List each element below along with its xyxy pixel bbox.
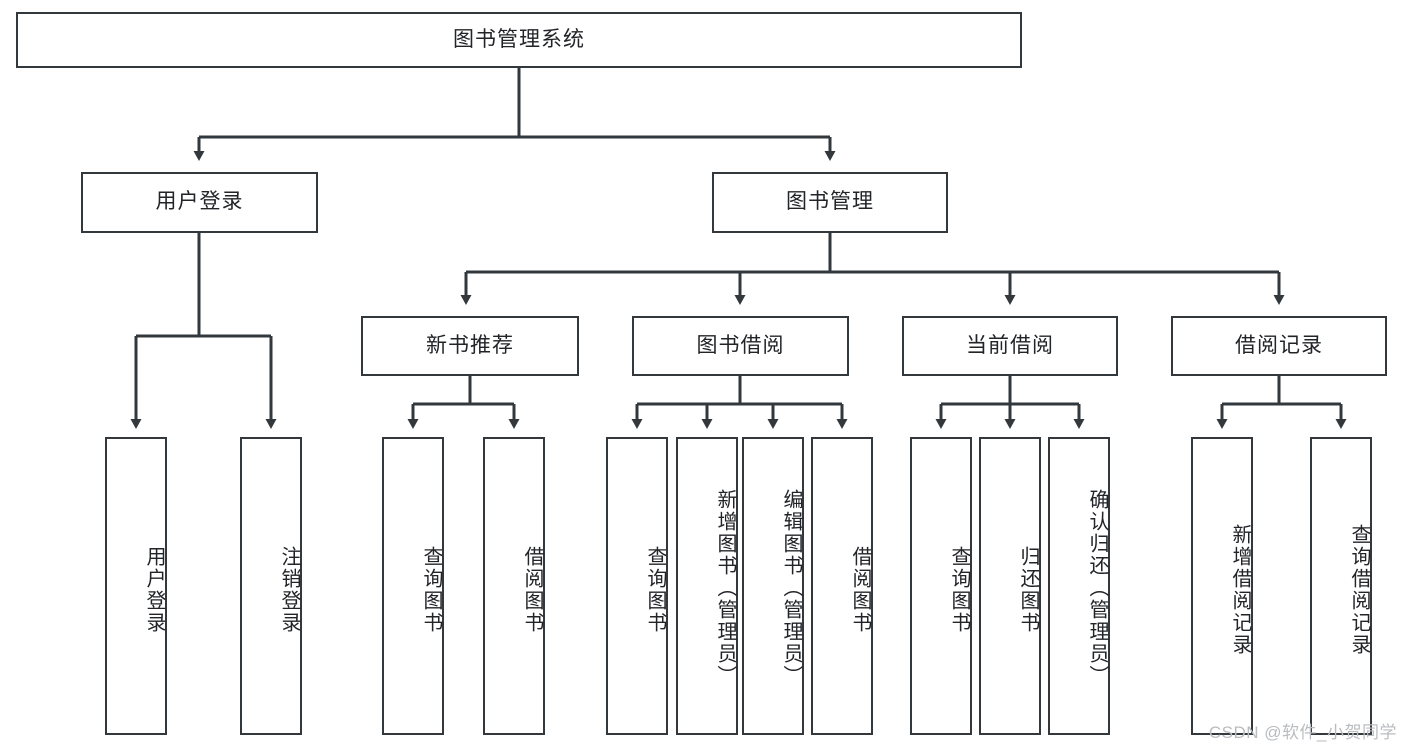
- leaf-current-confirm-return-label: 确认归还（管理员）: [1086, 489, 1108, 687]
- node-borrow-records-label: 借阅记录: [1235, 333, 1323, 357]
- node-new-book-recommend[interactable]: 新书推荐: [361, 316, 579, 376]
- leaf-borrow-query[interactable]: 查询图书: [606, 437, 668, 735]
- leaf-user-login-label: 用户登录: [143, 546, 165, 634]
- leaf-borrow-query-label: 查询图书: [644, 546, 666, 634]
- leaf-current-return[interactable]: 归还图书: [979, 437, 1041, 735]
- node-book-management-label: 图书管理: [786, 190, 874, 214]
- leaf-record-add-label: 新增借阅记录: [1229, 524, 1251, 656]
- node-current-borrow[interactable]: 当前借阅: [902, 316, 1118, 376]
- leaf-new-book-query-label: 查询图书: [420, 546, 442, 634]
- node-book-borrow[interactable]: 图书借阅: [632, 316, 849, 376]
- leaf-record-add[interactable]: 新增借阅记录: [1191, 437, 1253, 735]
- leaf-current-return-label: 归还图书: [1017, 546, 1039, 634]
- node-root[interactable]: 图书管理系统: [16, 12, 1022, 68]
- node-current-borrow-label: 当前借阅: [966, 333, 1054, 357]
- node-new-book-recommend-label: 新书推荐: [426, 333, 514, 357]
- leaf-user-logout[interactable]: 注销登录: [240, 437, 302, 735]
- node-root-label: 图书管理系统: [453, 27, 585, 51]
- leaf-new-book-borrow-label: 借阅图书: [521, 546, 543, 634]
- node-book-borrow-label: 图书借阅: [696, 333, 785, 357]
- node-user-login[interactable]: 用户登录: [81, 172, 318, 233]
- leaf-new-book-borrow[interactable]: 借阅图书: [483, 437, 545, 735]
- leaf-new-book-query[interactable]: 查询图书: [382, 437, 444, 735]
- leaf-current-query[interactable]: 查询图书: [910, 437, 972, 735]
- node-user-login-label: 用户登录: [155, 190, 244, 214]
- leaf-borrow-lend-book-label: 借阅图书: [849, 546, 871, 634]
- leaf-record-query-label: 查询借阅记录: [1348, 524, 1370, 656]
- node-book-management[interactable]: 图书管理: [712, 172, 948, 233]
- leaf-borrow-add-book-label: 新增图书（管理员）: [714, 489, 736, 687]
- leaf-current-confirm-return[interactable]: 确认归还（管理员）: [1048, 437, 1110, 735]
- leaf-current-query-label: 查询图书: [948, 546, 970, 634]
- leaf-borrow-edit-book[interactable]: 编辑图书（管理员）: [742, 437, 804, 735]
- leaf-borrow-add-book[interactable]: 新增图书（管理员）: [676, 437, 738, 735]
- leaf-user-login[interactable]: 用户登录: [105, 437, 167, 735]
- leaf-borrow-edit-book-label: 编辑图书（管理员）: [780, 489, 802, 687]
- node-borrow-records[interactable]: 借阅记录: [1171, 316, 1387, 376]
- leaf-user-logout-label: 注销登录: [278, 546, 300, 634]
- csdn-watermark: CSDN @软件_小贺同学: [1208, 723, 1397, 742]
- leaf-record-query[interactable]: 查询借阅记录: [1310, 437, 1372, 735]
- leaf-borrow-lend-book[interactable]: 借阅图书: [811, 437, 873, 735]
